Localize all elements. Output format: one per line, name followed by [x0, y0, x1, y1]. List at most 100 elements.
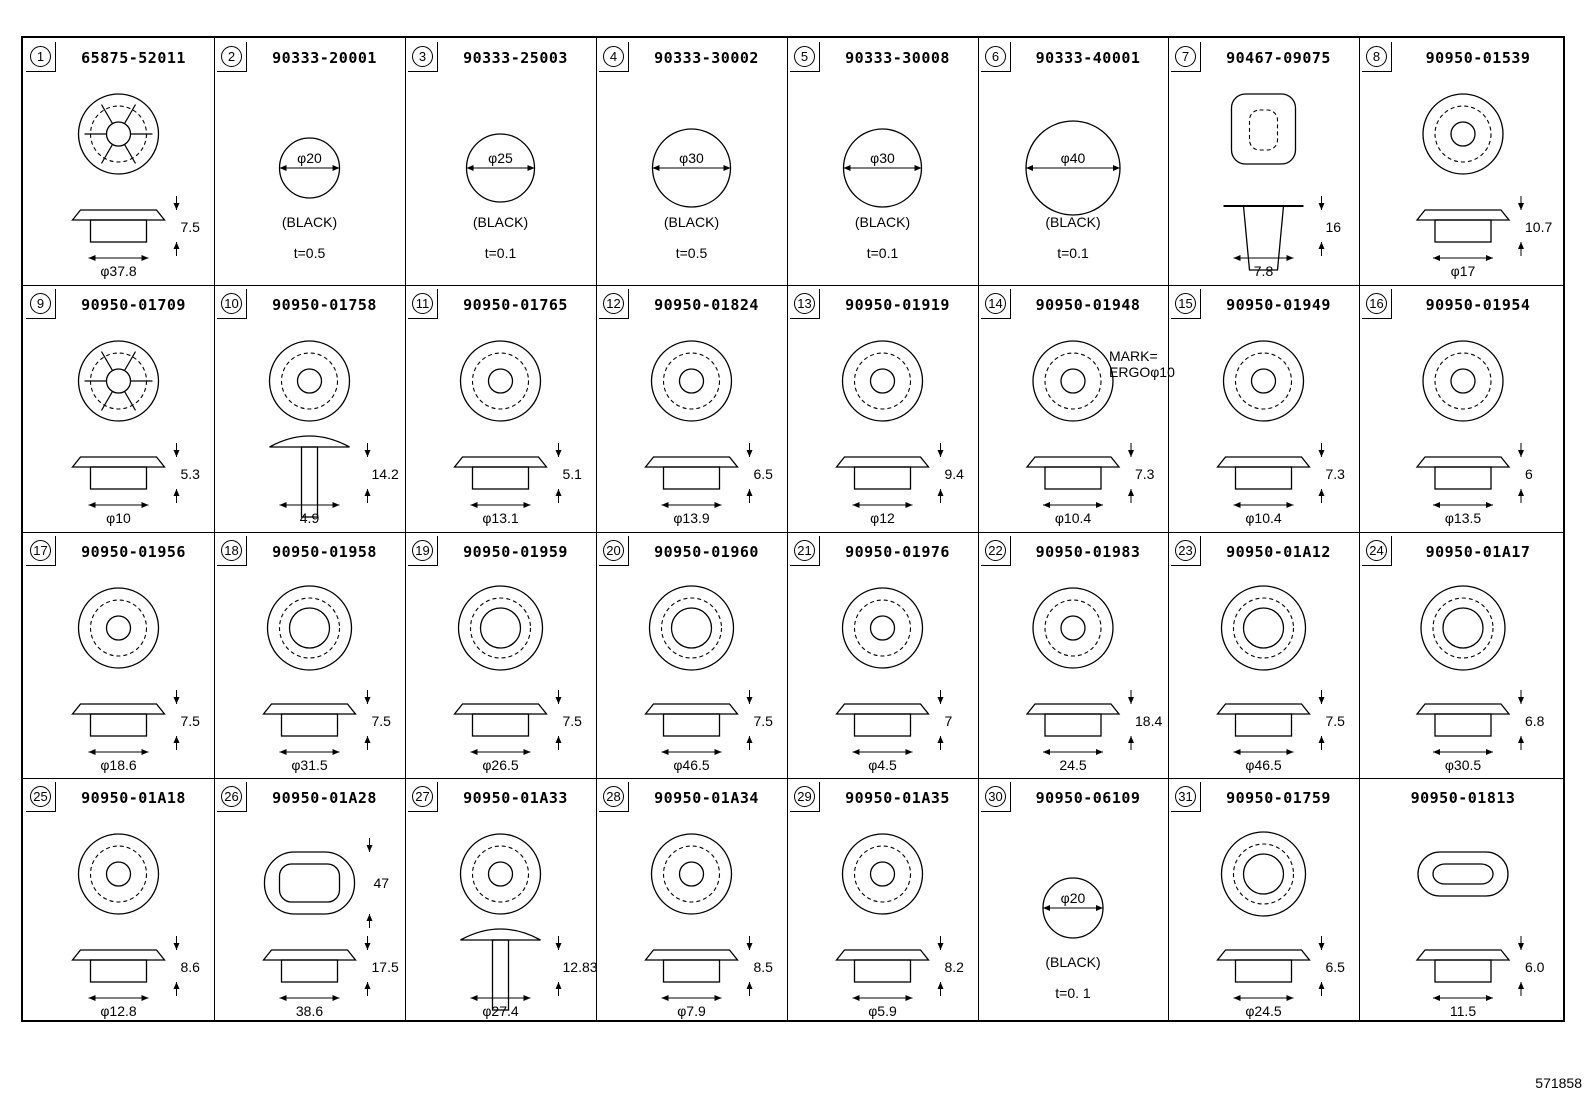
height-dimension-label: 7 [945, 713, 953, 729]
side-view-body [1234, 466, 1293, 490]
width-dimension-label: φ30.5 [1445, 757, 1482, 773]
arrow-head [523, 749, 531, 755]
item-number: 9 [30, 293, 51, 314]
item-number: 8 [1366, 46, 1387, 67]
thickness-label: t=0.5 [676, 245, 708, 261]
height-dimension-label: 8.2 [945, 959, 965, 975]
arrow-head [279, 502, 287, 508]
side-view-shank [491, 939, 510, 1011]
width-dimension-label: φ12 [870, 510, 895, 526]
item-number: 3 [412, 46, 433, 67]
part-drawing: φ25(BLACK)t=0.1 [465, 133, 536, 261]
side-view-flange [835, 703, 930, 715]
arrow-head [332, 502, 340, 508]
item-number-box: 9 [26, 289, 56, 319]
item-number-box: 5 [790, 42, 820, 72]
top-view-outline [77, 93, 160, 175]
arrow-head [1518, 736, 1524, 743]
arrow-head [466, 165, 474, 171]
top-view-outline [1220, 831, 1307, 917]
item-number-box: 27 [408, 782, 438, 812]
part-number: 90950-01A35 [845, 789, 950, 807]
arrow-head [746, 943, 753, 950]
arrow-head [173, 242, 180, 249]
top-view-ring [1432, 597, 1494, 659]
arrow-head [470, 502, 478, 508]
arrow-head [173, 982, 180, 989]
side-view-shank [300, 446, 319, 518]
side-view-flange [71, 209, 166, 221]
item-number: 25 [30, 786, 51, 807]
height-dimension-label: 16 [1326, 219, 1342, 235]
top-view-ring [89, 599, 148, 657]
top-view-ring [1232, 597, 1295, 659]
spoke [100, 144, 114, 164]
top-view-outline [266, 585, 353, 671]
top-view-outline [77, 340, 160, 422]
arrow-head [852, 502, 860, 508]
part-number: 90950-01A33 [463, 789, 568, 807]
arrow-head [173, 943, 180, 950]
item-number-box: 26 [217, 782, 247, 812]
top-view-ring [469, 597, 532, 659]
top-view-outline [650, 340, 733, 422]
disc-diameter-label: φ20 [1061, 890, 1086, 906]
arrow-head [364, 697, 371, 704]
top-view-hole [1242, 853, 1285, 895]
item-number: 1 [30, 46, 51, 67]
top-view-hole [670, 607, 713, 649]
arrow-head [279, 165, 287, 171]
top-view-hole [1250, 368, 1277, 394]
arrow-head [1096, 502, 1103, 508]
thickness-label: t=0. 1 [1055, 985, 1091, 1001]
top-view-ring [1044, 352, 1102, 410]
width-dimension-label: 24.5 [1059, 757, 1086, 773]
part-drawing: φ46.57.5 [1216, 585, 1345, 773]
arrow-head [1318, 450, 1325, 457]
arrow-head [470, 749, 478, 755]
thickness-label: t=0.1 [1057, 245, 1089, 261]
color-label: (BLACK) [282, 214, 337, 230]
top-view-outline [841, 587, 924, 669]
top-view-ring [1044, 599, 1102, 657]
part-drawing: φ13.15.1 [453, 340, 582, 526]
top-view-outline [1420, 585, 1506, 671]
row-divider [23, 778, 1563, 779]
height-dimension-label: 6.5 [1326, 959, 1346, 975]
part-number: 90950-01824 [654, 296, 759, 314]
page-code: 571858 [1535, 1075, 1582, 1091]
column-divider [596, 38, 597, 1020]
item-number-box: 30 [981, 782, 1011, 812]
width-dimension-label: φ46.5 [673, 757, 710, 773]
arrow-head [173, 450, 180, 457]
arrow-head [555, 982, 562, 989]
arrow-head [661, 995, 669, 1001]
top-view-outline [268, 340, 351, 422]
arrow-head [1433, 255, 1440, 261]
item-number-box: 15 [1171, 289, 1201, 319]
mark-note: MARK= [1109, 348, 1158, 364]
item-number: 26 [221, 786, 242, 807]
spoke [123, 144, 137, 164]
top-view-hole [105, 861, 132, 887]
side-view-flange [644, 703, 739, 715]
item-number: 30 [985, 786, 1006, 807]
part-number: 90950-01A12 [1226, 543, 1331, 561]
part-number: 65875-52011 [81, 49, 186, 67]
arrow-head [364, 736, 371, 743]
column-divider [1359, 38, 1360, 1020]
item-number: 13 [794, 293, 815, 314]
arrow-head [88, 995, 96, 1001]
arrow-head [1433, 749, 1440, 755]
item-number: 7 [1175, 46, 1196, 67]
arrow-head [141, 995, 149, 1001]
